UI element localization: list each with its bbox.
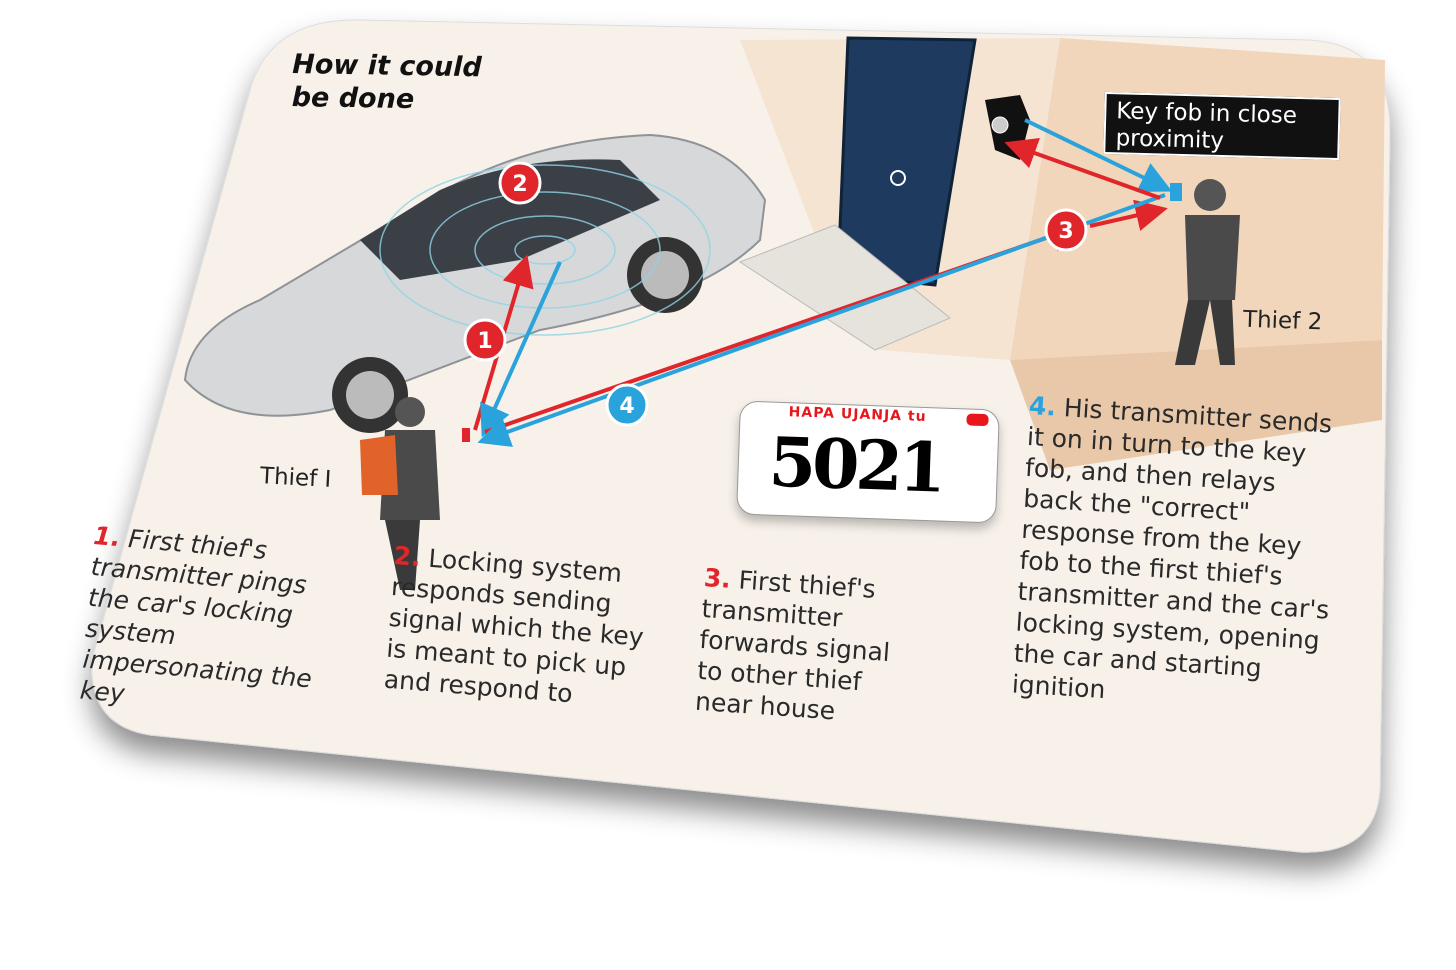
logo-tagline: HAPA UJANJA tu xyxy=(788,404,927,426)
door-step xyxy=(738,224,951,351)
marker-label: 2 xyxy=(512,172,527,197)
step-marker-4: 4 xyxy=(605,383,649,427)
front-door xyxy=(836,36,977,287)
marker-label: 3 xyxy=(1058,219,1073,244)
thief-2-figure xyxy=(1170,179,1240,365)
marker-label: 1 xyxy=(477,329,492,354)
step-1-text: 1. First thief's transmitter pings the c… xyxy=(79,520,344,727)
key-fob-button xyxy=(991,116,1009,134)
step-4-text: 4. His transmitter sends it on in turn t… xyxy=(1011,390,1344,719)
step-number: 2. xyxy=(392,540,422,573)
step-marker-3: 3 xyxy=(1044,208,1088,252)
watermark-logo: HAPA UJANJA tu 5021 xyxy=(736,400,1000,524)
diagram-title: How it could be done xyxy=(291,48,482,116)
car-illustration xyxy=(183,133,767,433)
thief-2-label: Thief 2 xyxy=(1242,306,1323,336)
marker-label: 4 xyxy=(619,394,634,419)
step-description: His transmitter sends it on in turn to t… xyxy=(1011,393,1333,705)
step-number: 3. xyxy=(702,562,732,594)
logo-name: 5021 xyxy=(767,422,944,509)
thief-1-label: Thief I xyxy=(259,463,332,493)
thief-1-figure xyxy=(360,397,470,590)
key-fob-callout: Key fob in close proximity xyxy=(1103,91,1341,161)
step-marker-2: 2 xyxy=(498,161,542,205)
step-3-text: 3. First thief's transmitter forwards si… xyxy=(694,562,919,732)
step-number: 4. xyxy=(1028,390,1057,422)
house-wall-side xyxy=(1010,340,1382,470)
step-number: 1. xyxy=(92,520,122,553)
logo-red-mark xyxy=(966,413,989,427)
door-knocker xyxy=(890,170,906,186)
step-description: Locking system responds sending signal w… xyxy=(382,543,645,709)
step-marker-1: 1 xyxy=(463,318,507,362)
step-2-text: 2. Locking system responds sending signa… xyxy=(383,540,659,715)
